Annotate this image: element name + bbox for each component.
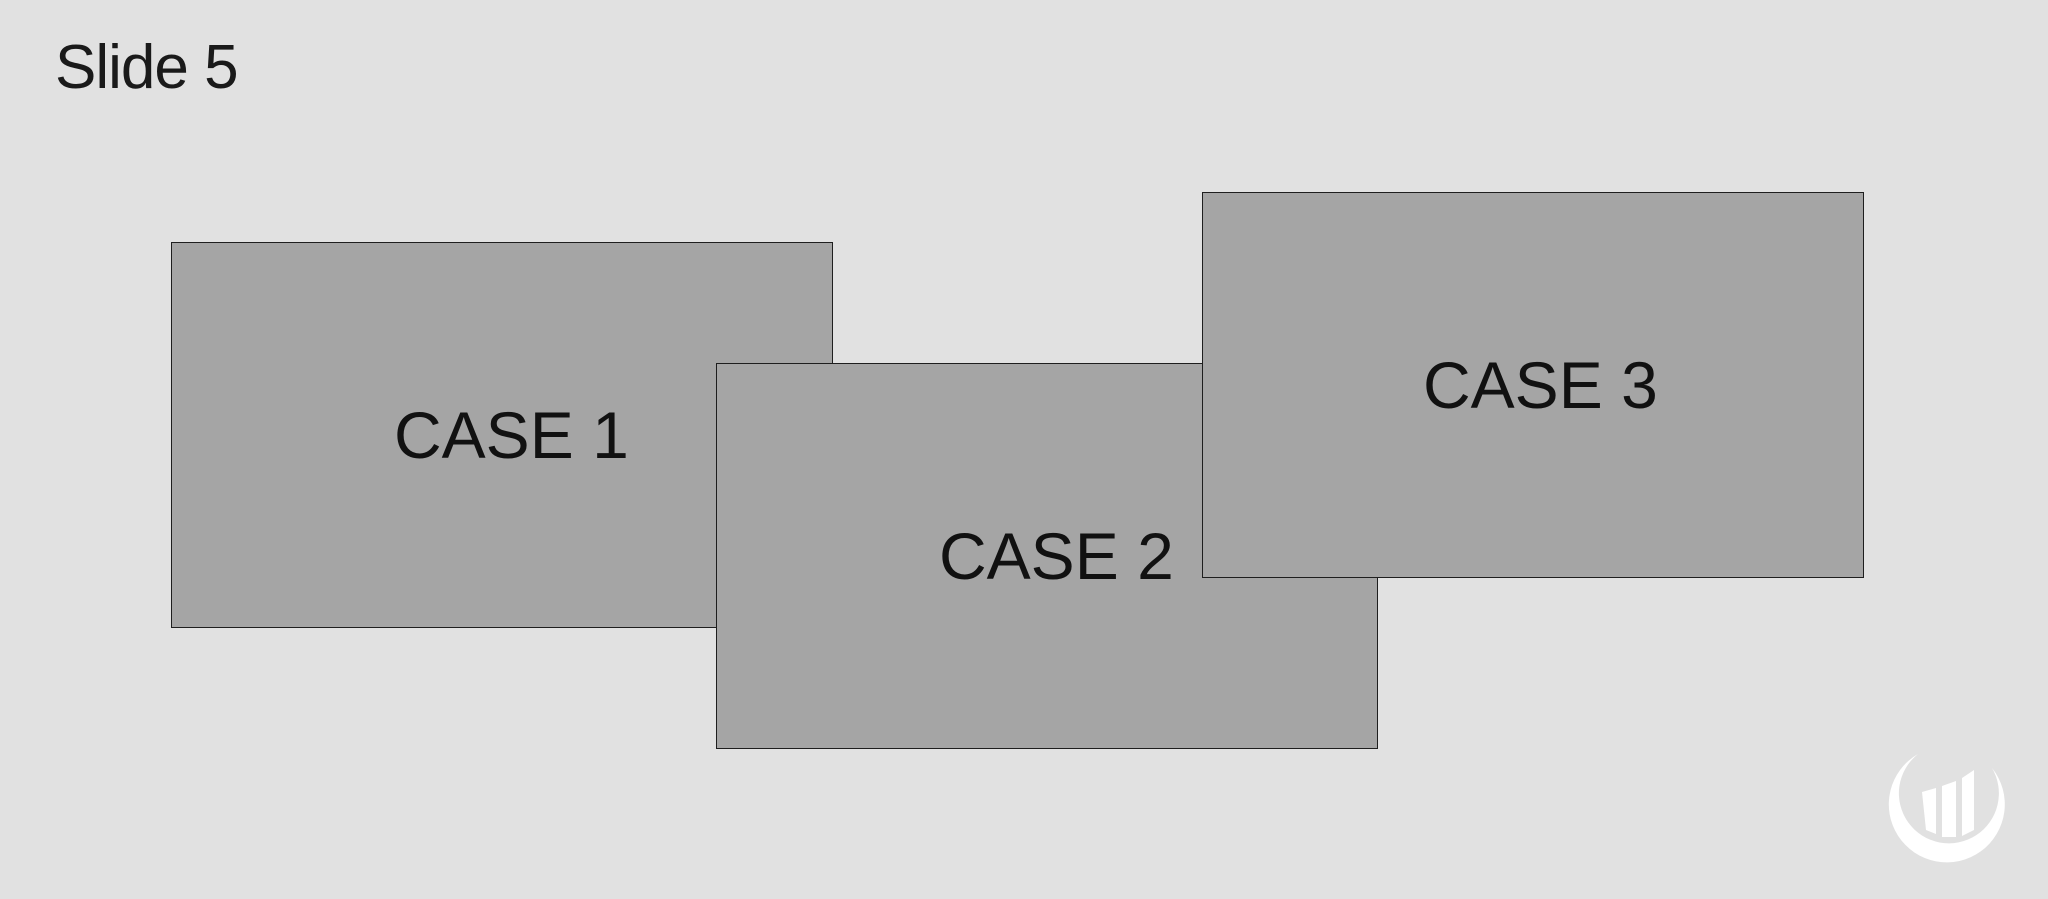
logo <box>1888 746 2014 872</box>
case-3-box[interactable]: CASE 3 <box>1202 192 1864 578</box>
slide-title: Slide 5 <box>55 33 239 102</box>
case-1-label: CASE 1 <box>394 398 629 472</box>
case-2-label: CASE 2 <box>939 519 1174 593</box>
bar-chart-crescent-logo-icon <box>1888 754 2005 863</box>
case-3-label: CASE 3 <box>1423 348 1658 422</box>
